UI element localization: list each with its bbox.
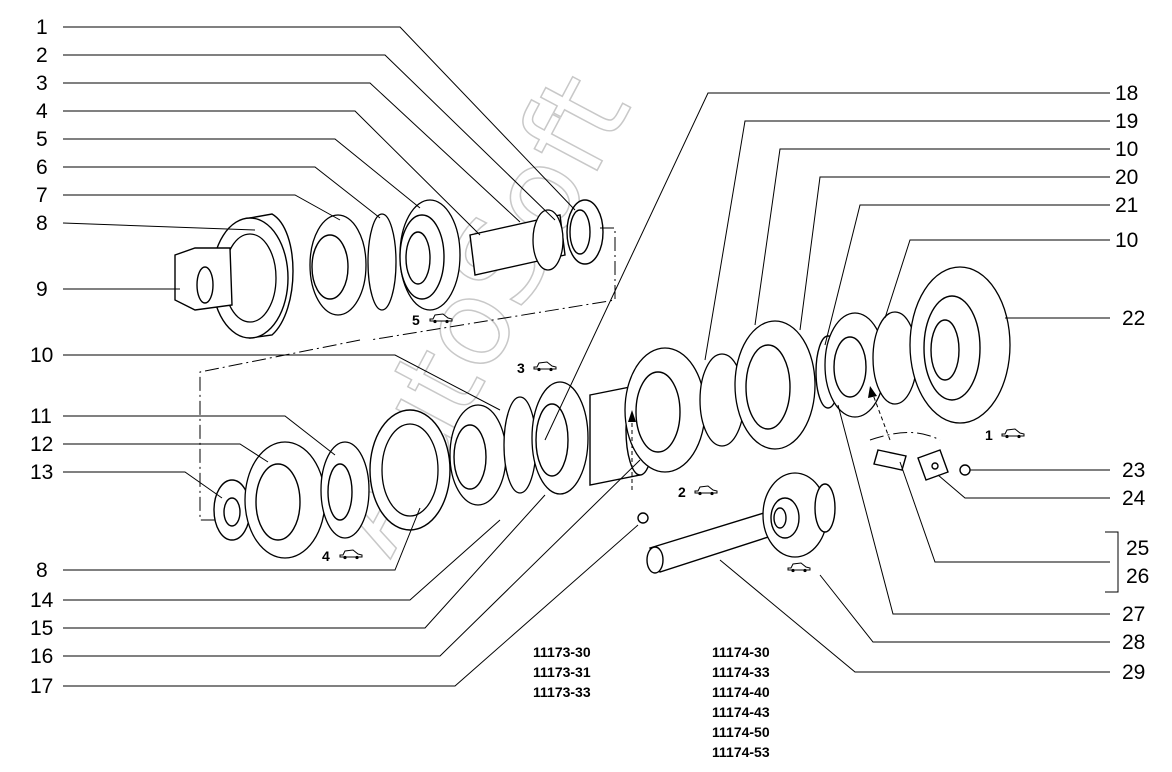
callout-17: 17 <box>30 675 53 698</box>
code-item: 11174-33 <box>712 664 770 680</box>
callout-9: 9 <box>36 278 48 301</box>
reverse-gear-label <box>787 562 811 573</box>
svg-text:5: 5 <box>412 312 420 328</box>
catalog-codes-col1: 11173-30 11173-31 11173-33 <box>533 644 591 700</box>
gear-label-4: 4 <box>322 548 363 564</box>
callout-15: 15 <box>30 617 53 640</box>
callout-numbers-right: 18 19 10 20 21 10 22 23 24 25 26 27 28 2… <box>1115 82 1149 684</box>
callout-11: 11 <box>30 405 52 428</box>
callout-2: 2 <box>36 44 48 67</box>
gear-label-1: 1 <box>985 427 1025 443</box>
code-item: 11174-43 <box>712 704 770 720</box>
gear-label-5: 5 <box>412 312 453 328</box>
car-silhouette-icon <box>1001 428 1025 439</box>
callout-5: 5 <box>36 128 48 151</box>
car-silhouette-icon <box>787 562 811 573</box>
callout-14: 14 <box>30 589 54 612</box>
svg-text:3: 3 <box>517 360 525 376</box>
callout-10-right-b: 10 <box>1115 229 1138 252</box>
callout-27: 27 <box>1122 603 1145 626</box>
callout-numbers-left: 1 2 3 4 5 6 7 8 9 10 11 12 13 8 14 15 16… <box>30 16 54 698</box>
leader-lines <box>62 26 1119 687</box>
callout-8-lower: 8 <box>36 559 48 582</box>
callout-3: 3 <box>36 72 48 95</box>
callout-22: 22 <box>1122 307 1145 330</box>
callout-18: 18 <box>1115 82 1138 105</box>
callout-4: 4 <box>36 100 48 123</box>
callout-16: 16 <box>30 645 53 668</box>
callout-10-left: 10 <box>30 344 53 367</box>
callout-8: 8 <box>36 212 48 235</box>
svg-text:2: 2 <box>678 484 686 500</box>
car-silhouette-icon <box>533 361 557 372</box>
code-item: 11173-31 <box>533 664 591 680</box>
callout-20: 20 <box>1115 166 1138 189</box>
catalog-codes-col2: 11174-30 11174-33 11174-40 11174-43 1117… <box>712 644 770 760</box>
code-item: 11173-33 <box>533 684 591 700</box>
gear-label-2: 2 <box>678 484 718 500</box>
callout-7: 7 <box>36 184 48 207</box>
code-item: 11174-50 <box>712 724 770 740</box>
callout-29: 29 <box>1122 661 1145 684</box>
callout-23: 23 <box>1122 459 1145 482</box>
code-item: 11173-30 <box>533 644 591 660</box>
car-silhouette-icon <box>339 549 363 560</box>
callout-25: 25 <box>1126 537 1149 560</box>
callout-26: 26 <box>1126 565 1149 588</box>
code-item: 11174-53 <box>712 744 770 760</box>
callout-6: 6 <box>36 156 48 179</box>
gear-labels: 5 4 3 2 1 <box>322 312 1025 573</box>
car-silhouette-icon <box>694 485 718 496</box>
main-shaft-assembly <box>199 266 1011 559</box>
callout-19: 19 <box>1115 110 1138 133</box>
svg-text:4: 4 <box>322 548 330 564</box>
callout-28: 28 <box>1122 631 1145 654</box>
fifth-gear-assembly <box>174 199 616 341</box>
reverse-idler-assembly <box>646 472 836 574</box>
callout-1: 1 <box>36 16 48 39</box>
callout-12: 12 <box>30 433 53 456</box>
callout-24: 24 <box>1122 487 1146 510</box>
callout-21: 21 <box>1115 194 1138 217</box>
gear-label-3: 3 <box>517 360 557 376</box>
code-item: 11174-30 <box>712 644 770 660</box>
code-item: 11174-40 <box>712 684 770 700</box>
callout-13: 13 <box>30 461 53 484</box>
callout-10-right-a: 10 <box>1115 138 1138 161</box>
svg-text:1: 1 <box>985 427 993 443</box>
